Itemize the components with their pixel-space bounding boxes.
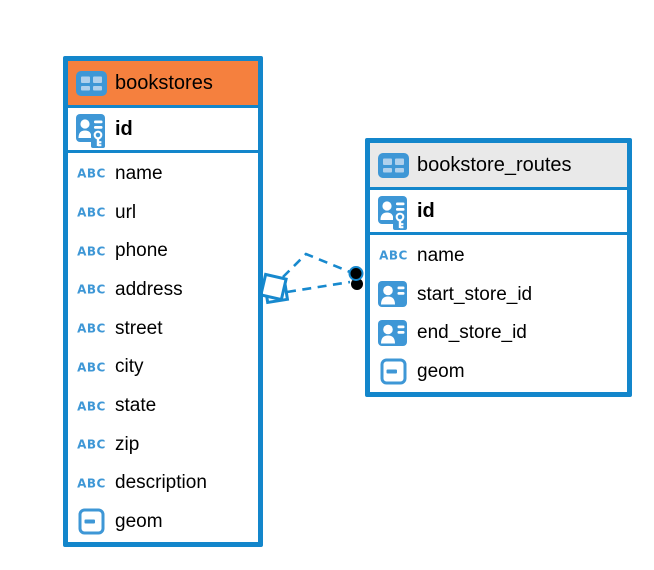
diamond-marker[interactable]	[259, 272, 290, 305]
svg-text:ABC: ABC	[77, 206, 106, 220]
column-row[interactable]: ABC name	[68, 154, 258, 193]
svg-text:ABC: ABC	[77, 283, 106, 297]
column-row[interactable]: ABC zip	[68, 425, 258, 464]
svg-text:ABC: ABC	[77, 244, 106, 258]
column-label: end_store_id	[417, 322, 527, 344]
text-icon: ABC	[75, 319, 107, 337]
column-row[interactable]: ABC city	[68, 348, 258, 387]
text-icon: ABC	[377, 246, 409, 264]
text-icon: ABC	[75, 242, 107, 260]
text-icon: ABC	[75, 280, 107, 298]
primary-key-label: id	[115, 118, 133, 140]
column-row[interactable]: end_store_id	[370, 314, 627, 353]
column-row[interactable]: ABC street	[68, 309, 258, 348]
column-label: zip	[115, 433, 140, 455]
table-title: bookstore_routes	[417, 154, 572, 176]
table-bookstore-routes[interactable]: bookstore_routes id ABC name start_store_i…	[365, 138, 632, 397]
column-label: description	[115, 472, 207, 494]
geometry-icon	[75, 508, 107, 535]
table-header[interactable]: bookstores	[68, 61, 258, 108]
text-icon: ABC	[75, 164, 107, 182]
svg-text:ABC: ABC	[77, 360, 106, 374]
table-icon	[377, 152, 409, 178]
svg-text:ABC: ABC	[77, 399, 106, 413]
column-label: name	[115, 162, 163, 184]
column-row[interactable]: geom	[370, 352, 627, 391]
primary-key-icon	[75, 114, 107, 148]
table-header[interactable]: bookstore_routes	[370, 143, 627, 190]
relationship-line-upper[interactable]	[282, 252, 351, 278]
column-label: url	[115, 201, 137, 223]
primary-key-row[interactable]: id	[68, 108, 258, 153]
column-label: geom	[115, 511, 163, 533]
svg-text:ABC: ABC	[77, 167, 106, 181]
column-label: city	[115, 356, 144, 378]
column-label: phone	[115, 240, 168, 262]
text-icon: ABC	[75, 474, 107, 492]
primary-key-icon	[377, 196, 409, 230]
column-label: address	[115, 278, 183, 300]
ref-icon	[377, 281, 409, 308]
geometry-icon	[377, 358, 409, 385]
ref-icon	[377, 319, 409, 346]
column-row[interactable]: ABC url	[68, 193, 258, 232]
column-label: state	[115, 395, 157, 417]
table-icon	[75, 70, 107, 96]
column-row[interactable]: start_store_id	[370, 275, 627, 314]
column-label: start_store_id	[417, 283, 533, 305]
dot-marker[interactable]	[348, 266, 364, 290]
column-row[interactable]: geom	[68, 502, 258, 541]
text-icon: ABC	[75, 397, 107, 415]
column-label: geom	[417, 361, 465, 383]
column-row[interactable]: ABC state	[68, 386, 258, 425]
relationship-line-lower[interactable]	[286, 280, 351, 294]
column-row[interactable]: ABC name	[370, 236, 627, 275]
column-label: street	[115, 317, 163, 339]
svg-text:ABC: ABC	[379, 249, 408, 263]
text-icon: ABC	[75, 435, 107, 453]
text-icon: ABC	[75, 203, 107, 221]
primary-key-label: id	[417, 200, 435, 222]
text-icon: ABC	[75, 358, 107, 376]
svg-text:ABC: ABC	[77, 322, 106, 336]
column-row[interactable]: ABC phone	[68, 231, 258, 270]
column-label: name	[417, 244, 465, 266]
column-row[interactable]: ABC description	[68, 464, 258, 503]
svg-text:ABC: ABC	[77, 476, 106, 490]
primary-key-row[interactable]: id	[370, 190, 627, 235]
table-title: bookstores	[115, 72, 213, 94]
column-row[interactable]: ABC address	[68, 270, 258, 309]
svg-text:ABC: ABC	[77, 438, 106, 452]
